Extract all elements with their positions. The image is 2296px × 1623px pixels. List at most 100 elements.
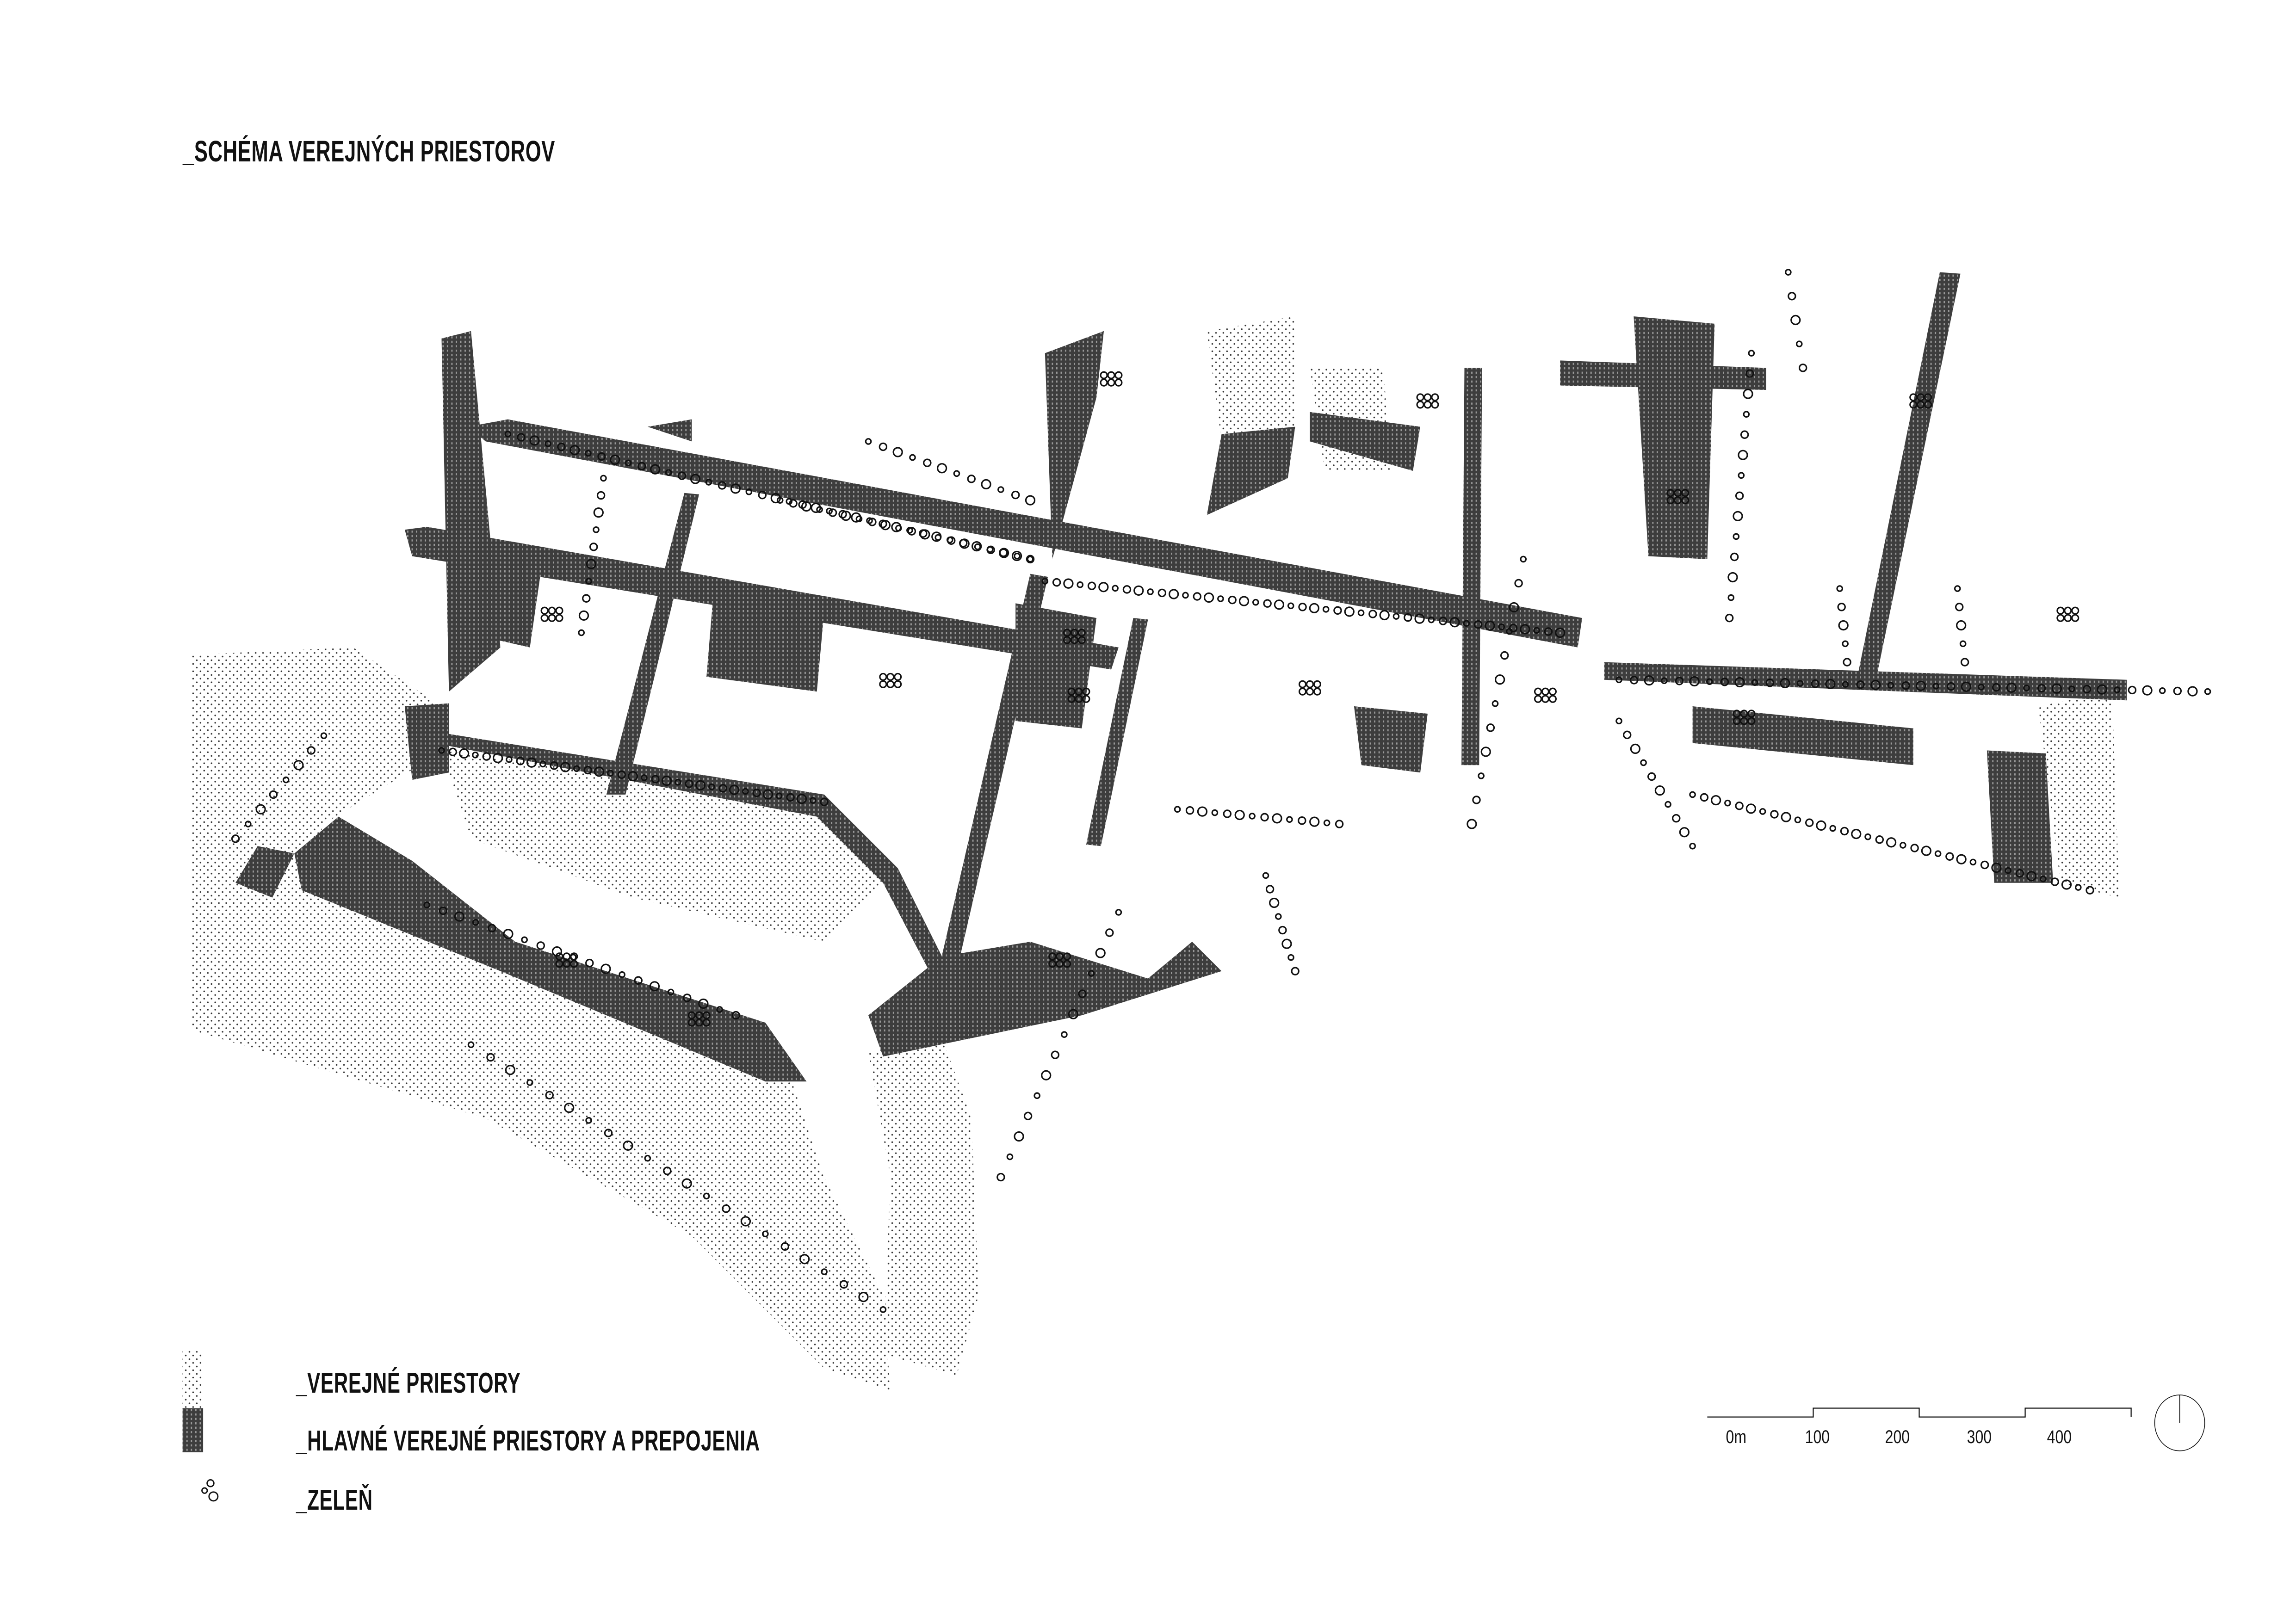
tree	[667, 988, 675, 996]
tree	[1228, 595, 1237, 605]
scale-label-100: 100	[1805, 1427, 1830, 1447]
tree	[1840, 827, 1849, 836]
tree	[269, 790, 278, 799]
tree	[1647, 772, 1656, 781]
tree	[1954, 585, 1961, 592]
tree	[1836, 585, 1844, 592]
tree	[722, 1204, 730, 1213]
tree	[865, 438, 872, 445]
tree	[685, 779, 693, 788]
tree	[1414, 613, 1425, 624]
tree	[585, 1117, 592, 1124]
tree	[1909, 393, 1918, 401]
tree	[1041, 1070, 1052, 1080]
tree	[1672, 814, 1681, 823]
tree	[1780, 678, 1790, 689]
tree	[1249, 813, 1256, 820]
legend-label-greenery: _ZELEŇ	[296, 1484, 373, 1516]
tree	[2056, 606, 2065, 615]
tree	[1842, 681, 1849, 688]
tree	[1514, 579, 1523, 588]
legend-swatch-greenery	[201, 1479, 219, 1502]
tree	[1223, 809, 1232, 818]
tree	[1934, 850, 1942, 857]
tree	[1520, 555, 1527, 563]
tree	[1063, 960, 1071, 968]
tree	[1105, 928, 1114, 937]
tree	[526, 1079, 533, 1086]
tree	[1733, 511, 1743, 522]
tree	[1541, 695, 1550, 703]
tree	[1992, 683, 2001, 692]
tree	[1114, 371, 1123, 379]
tree	[1886, 837, 1897, 848]
tree	[293, 760, 304, 771]
tree	[1745, 803, 1757, 814]
tree	[627, 771, 638, 782]
tree	[1961, 681, 1972, 692]
tree	[1274, 599, 1285, 610]
tree	[607, 770, 614, 777]
tree	[2064, 606, 2072, 615]
tree	[758, 491, 767, 500]
tree	[505, 1065, 516, 1075]
tree	[604, 1129, 613, 1137]
tree	[1924, 393, 1932, 401]
tree	[974, 543, 981, 550]
tree	[1733, 533, 1740, 540]
tree	[1313, 680, 1321, 688]
tree	[1887, 682, 1894, 689]
tree	[1794, 816, 1801, 823]
tree	[1026, 555, 1035, 564]
tree	[1077, 636, 1086, 644]
tree	[1541, 687, 1550, 696]
tree	[665, 469, 672, 476]
tree	[634, 976, 643, 985]
tree	[1298, 687, 1307, 696]
tree	[585, 578, 592, 585]
tree	[959, 538, 970, 549]
tree	[1955, 603, 1964, 611]
tree	[600, 475, 607, 482]
tree	[1681, 489, 1690, 497]
tree	[2006, 682, 2017, 693]
tree	[1416, 401, 1424, 409]
tree	[879, 680, 887, 688]
tree	[1100, 378, 1108, 387]
tree	[1838, 620, 1849, 631]
tree	[1506, 628, 1513, 635]
tree	[996, 1173, 1005, 1182]
tree	[1733, 710, 1741, 718]
tree	[2005, 867, 2012, 874]
tree	[997, 486, 1004, 493]
tree	[1720, 678, 1729, 686]
tree	[1811, 679, 1819, 688]
tree	[1185, 806, 1194, 815]
tree	[1615, 676, 1622, 684]
tree	[1011, 550, 1022, 562]
tree	[641, 774, 648, 781]
tree	[936, 463, 947, 474]
tree	[578, 629, 585, 636]
tree	[731, 1011, 740, 1020]
south-square	[868, 942, 1222, 1057]
tree	[986, 545, 995, 555]
tree	[1423, 393, 1432, 401]
tree	[820, 797, 829, 807]
tree	[703, 1192, 710, 1200]
tree	[1313, 687, 1321, 696]
tree	[637, 462, 646, 471]
tree	[555, 960, 563, 968]
tree	[1615, 717, 1622, 725]
tree	[1796, 680, 1804, 687]
tree	[521, 936, 528, 944]
tree	[880, 520, 891, 531]
tree	[467, 1041, 475, 1049]
tree	[586, 559, 597, 569]
tree	[695, 1018, 703, 1027]
tree	[2064, 614, 2072, 622]
scale-label-300: 300	[1967, 1427, 1992, 1447]
tree	[1956, 620, 1967, 631]
tree	[2074, 884, 2082, 891]
tree	[1735, 802, 1744, 810]
